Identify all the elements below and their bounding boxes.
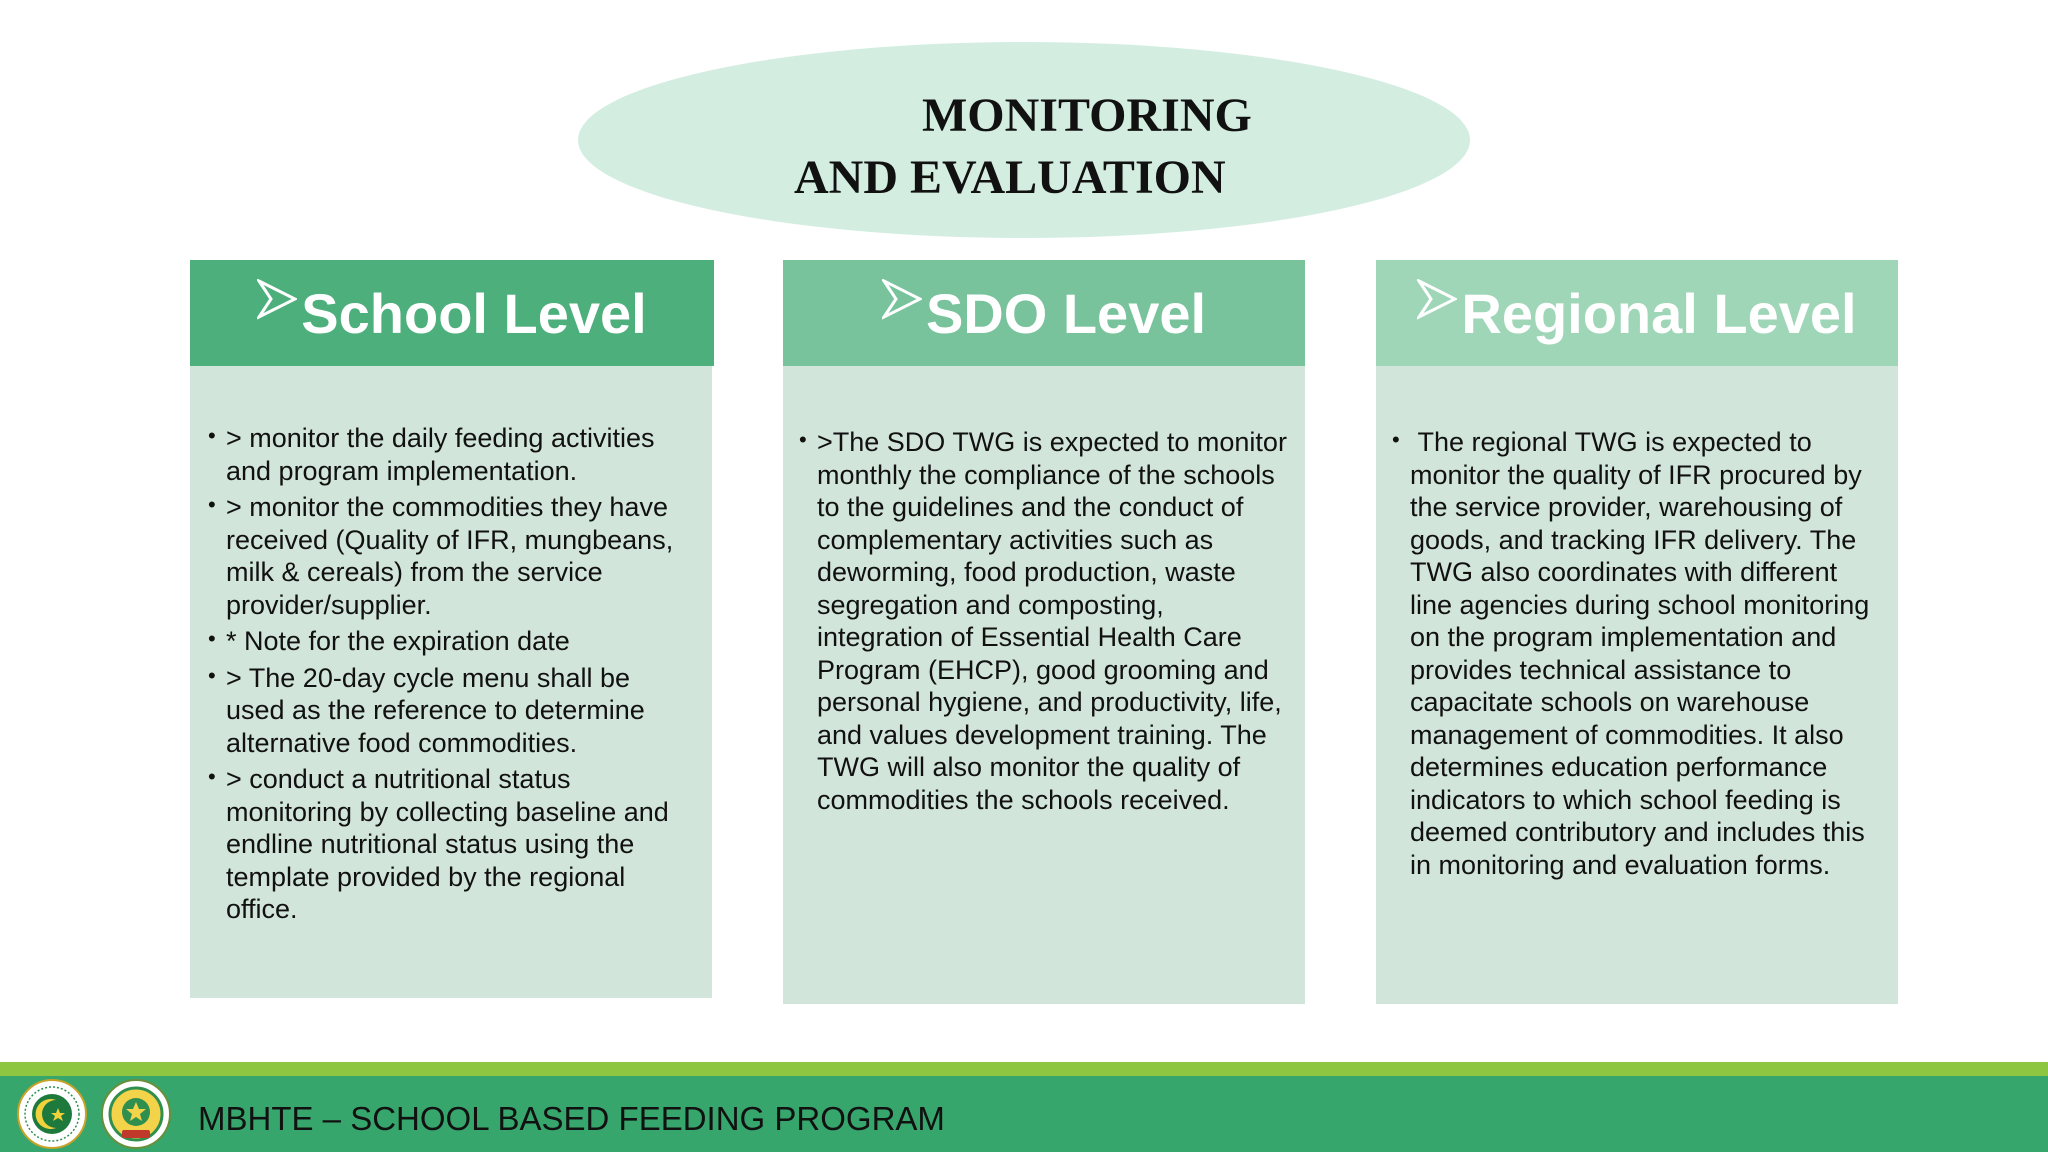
column-header: SDO Level: [783, 260, 1305, 366]
bullet-dot-icon: •: [1392, 427, 1400, 452]
column-school-level: School Level • > monitor the daily feedin…: [190, 260, 714, 1000]
bullet-dot-icon: •: [799, 427, 807, 452]
column-body: • >The SDO TWG is expected to monitor mon…: [783, 366, 1305, 1004]
list-item-text: >The SDO TWG is expected to monitor mont…: [817, 427, 1287, 815]
list-item: • The regional TWG is expected to monito…: [1378, 426, 1886, 881]
column-heading: Regional Level: [1461, 281, 1857, 345]
slide-title-line-1: MONITORING: [922, 89, 1252, 142]
slide-title-line-2: AND EVALUATION: [794, 151, 1226, 204]
footer-accent-stripe: [0, 1062, 2048, 1076]
bullet-dot-icon: •: [208, 423, 216, 448]
footer-bar: [0, 1076, 2048, 1152]
list-item-text: > The 20-day cycle menu shall be used as…: [226, 662, 645, 758]
column-heading: School Level: [301, 281, 647, 345]
bullet-dot-icon: •: [208, 626, 216, 651]
bullet-dot-icon: •: [208, 492, 216, 517]
list-item: • > monitor the commodities they have rec…: [194, 491, 696, 621]
list-item-text: > monitor the commodities they have rece…: [226, 492, 674, 620]
column-regional-level: Regional Level • The regional TWG is exp…: [1376, 260, 1898, 1004]
arrowhead-bullet-icon: [1417, 279, 1458, 320]
column-heading: SDO Level: [925, 281, 1207, 345]
arrowhead-bullet-icon: [881, 279, 922, 320]
column-header: School Level: [190, 260, 714, 366]
list-item-text: The regional TWG is expected to monitor …: [1410, 427, 1877, 880]
list-item: • * Note for the expiration date: [194, 625, 696, 658]
list-item: • > monitor the daily feeding activities …: [194, 422, 696, 487]
mbhte-seal-icon: [101, 1079, 171, 1149]
list-item: • > The 20-day cycle menu shall be used a…: [194, 662, 696, 760]
bangsamoro-seal-icon: [17, 1079, 87, 1149]
column-sdo-level: SDO Level • >The SDO TWG is expected to m…: [783, 260, 1305, 1004]
list-item: • >The SDO TWG is expected to monitor mon…: [785, 426, 1293, 816]
bullet-list: • >The SDO TWG is expected to monitor mon…: [785, 426, 1293, 816]
arrowhead-bullet-icon: [257, 279, 298, 320]
column-body: • The regional TWG is expected to monito…: [1376, 366, 1898, 1004]
list-item: • > conduct a nutritional status monitori…: [194, 763, 696, 926]
title-ellipse: [578, 42, 1470, 238]
bullet-list: • The regional TWG is expected to monito…: [1378, 426, 1886, 881]
list-item-text: * Note for the expiration date: [226, 626, 570, 656]
bullet-list: • > monitor the daily feeding activities …: [194, 422, 696, 926]
list-item-text: > monitor the daily feeding activities a…: [226, 423, 655, 486]
column-body: • > monitor the daily feeding activities …: [190, 366, 712, 998]
footer-program-title: MBHTE – SCHOOL BASED FEEDING PROGRAM: [198, 1100, 945, 1137]
list-item-text: > conduct a nutritional status monitorin…: [226, 764, 669, 924]
column-header: Regional Level: [1376, 260, 1898, 366]
bullet-dot-icon: •: [208, 764, 216, 789]
bullet-dot-icon: •: [208, 662, 216, 688]
